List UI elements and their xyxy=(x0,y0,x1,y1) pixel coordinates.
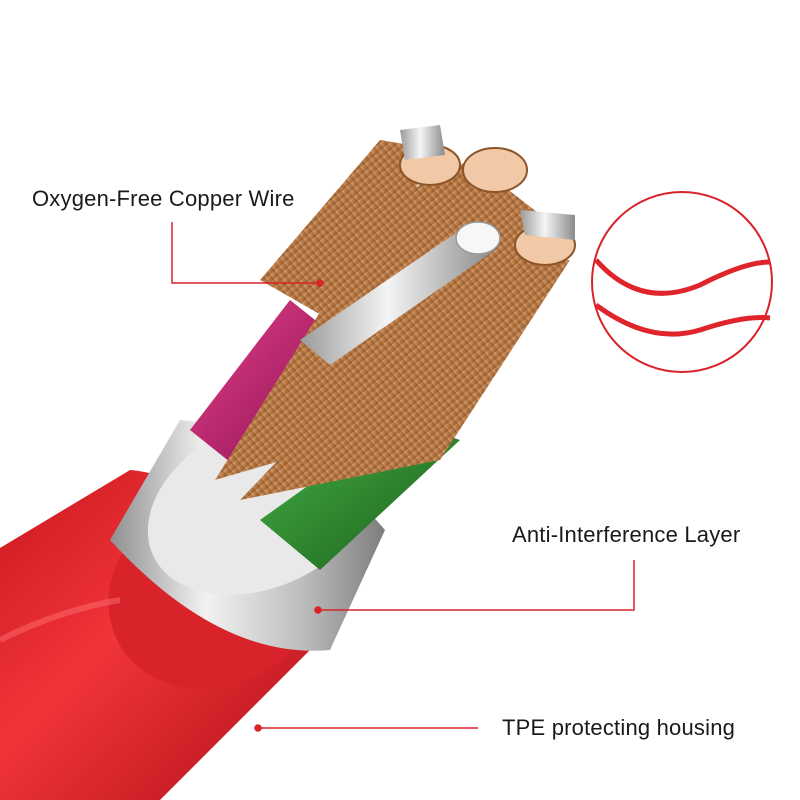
copper-wire-label: Oxygen-Free Copper Wire xyxy=(32,186,295,211)
steel-rods xyxy=(300,125,575,365)
tpe-housing-label: TPE protecting housing xyxy=(502,715,736,740)
leader-copper xyxy=(171,222,320,284)
anti-interference-layer-label: Anti-Interference Layer xyxy=(512,522,741,547)
leader-shield xyxy=(318,560,635,611)
cable-closeup-inset-icon xyxy=(591,191,773,373)
leader-lines xyxy=(171,222,635,732)
